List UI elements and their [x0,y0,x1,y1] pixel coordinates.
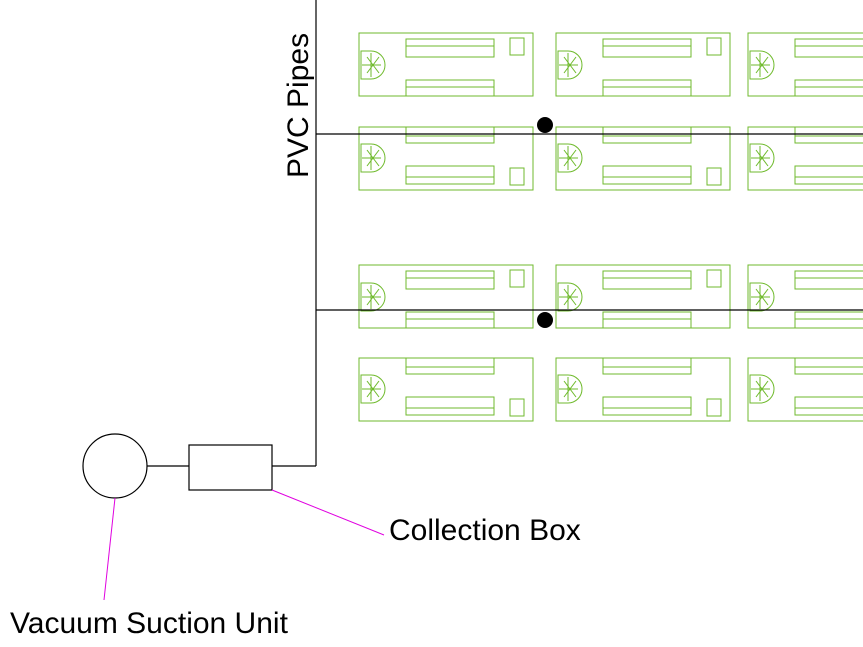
hood-vane-b [367,381,379,397]
bench-upper [603,271,691,289]
bench-lower [795,127,863,143]
inlet-box [510,38,524,55]
bench-upper [795,166,863,184]
hood-symbol [750,51,774,79]
hood-vane-b [564,381,576,397]
bench-lower [406,312,494,328]
inlet-box [510,270,524,287]
hood-vane-b [367,150,379,166]
pvc-pipes-label: PVC Pipes [282,33,315,178]
pipe-junction-upper [537,117,553,133]
hood-vane-b [367,57,379,73]
hood-symbol [361,283,385,311]
hood-symbol [361,51,385,79]
bench-upper [406,271,494,289]
hood-symbol [750,144,774,172]
inlet-box [707,270,721,287]
workstation-unit [556,358,730,421]
bench-lower [406,127,494,143]
hood-symbol [558,375,582,403]
bench-upper [406,39,494,57]
bench-upper [795,397,863,415]
hood-symbol [361,375,385,403]
workstation-units [359,33,863,421]
leader-collection-box [271,489,385,536]
bench-upper [406,166,494,184]
inlet-box [510,168,524,185]
bench-lower [603,127,691,143]
bench-lower [795,80,863,96]
bench-upper [603,39,691,57]
bench-upper [795,39,863,57]
hood-vane-b [564,289,576,305]
workstation-unit [556,33,730,96]
pvc-pipe-network [147,0,863,467]
hood-symbol [558,144,582,172]
bench-lower [795,312,863,328]
bench-upper [406,397,494,415]
vacuum-suction-unit [82,433,148,499]
workstation-unit [359,265,533,328]
workstation-unit [359,33,533,96]
workstation-unit [748,358,863,421]
hood-vane-b [756,381,768,397]
vacuum-suction-unit-label: Vacuum Suction Unit [10,607,289,640]
hood-vane-b [564,57,576,73]
workstation-unit [748,127,863,190]
collection-box [188,444,273,491]
inlet-box [707,399,721,416]
hood-vane-b [756,57,768,73]
inlet-box [510,399,524,416]
hood-vane-b [564,150,576,166]
bench-lower [406,358,494,374]
hood-vane-b [367,289,379,305]
bench-lower [603,358,691,374]
inlet-box [707,38,721,55]
inlet-box [707,168,721,185]
hood-vane-b [756,150,768,166]
hood-symbol [750,375,774,403]
pipe-junction-lower [537,312,553,328]
collection-box-label: Collection Box [389,514,581,547]
bench-upper [603,166,691,184]
bench-lower [406,80,494,96]
workstation-unit [748,33,863,96]
hood-symbol [750,283,774,311]
workstation-unit [359,358,533,421]
bench-upper [603,397,691,415]
leader-vacuum-unit [103,497,116,601]
hood-symbol [558,51,582,79]
bench-lower [603,80,691,96]
bench-upper [795,271,863,289]
hood-vane-b [756,289,768,305]
hood-symbol [361,144,385,172]
workstation-unit [556,127,730,190]
bench-lower [795,358,863,374]
bench-lower [603,312,691,328]
workstation-unit [748,265,863,328]
workstation-unit [556,265,730,328]
hood-symbol [558,283,582,311]
workstation-unit [359,127,533,190]
